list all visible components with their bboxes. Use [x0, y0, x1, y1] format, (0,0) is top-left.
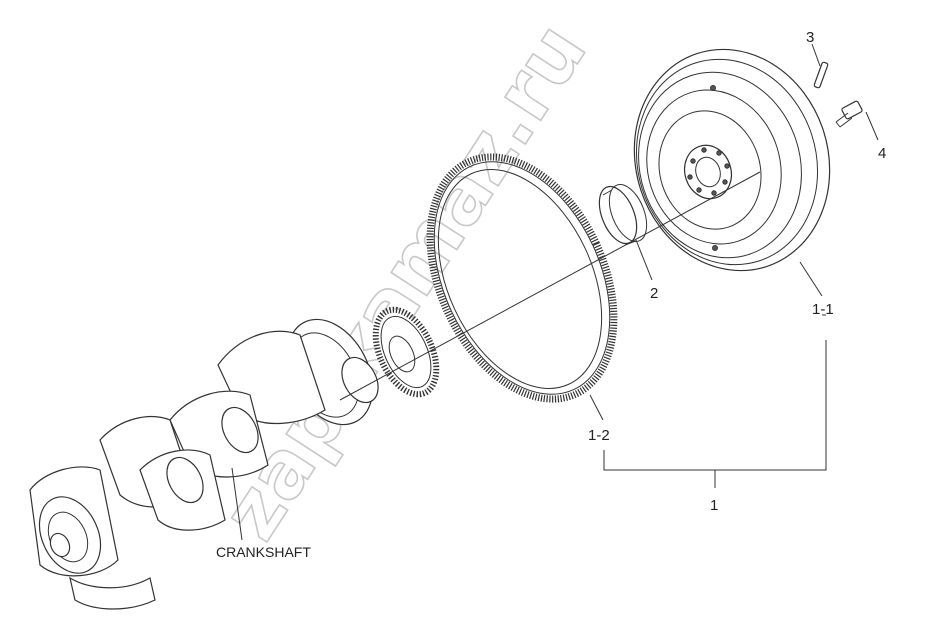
callout-part-1-2: 1-2 — [588, 427, 610, 444]
flywheel-bolt-holes — [687, 85, 730, 251]
callout-part-1-1: 1-1 — [812, 301, 834, 318]
crankshaft-part — [29, 318, 379, 610]
callout-part-1: 1 — [710, 497, 718, 514]
crankshaft-gear-part — [372, 306, 440, 398]
callout-part-4: 4 — [878, 145, 886, 162]
callout-part-2: 2 — [650, 285, 658, 302]
dowel-pin-part — [813, 61, 829, 89]
callout-crankshaft: CRANKSHAFT — [216, 544, 311, 560]
flywheel-bolt-part — [835, 100, 863, 128]
ring-gear-part — [426, 153, 618, 403]
flywheel-part — [633, 48, 831, 272]
watermark-text: zap-kamaz.ru — [205, 8, 604, 555]
callout-part-3: 3 — [806, 29, 814, 46]
pilot-bearing-ring-part — [598, 184, 648, 246]
assembly-axis-line — [339, 171, 761, 401]
leader-lines — [231, 43, 879, 541]
